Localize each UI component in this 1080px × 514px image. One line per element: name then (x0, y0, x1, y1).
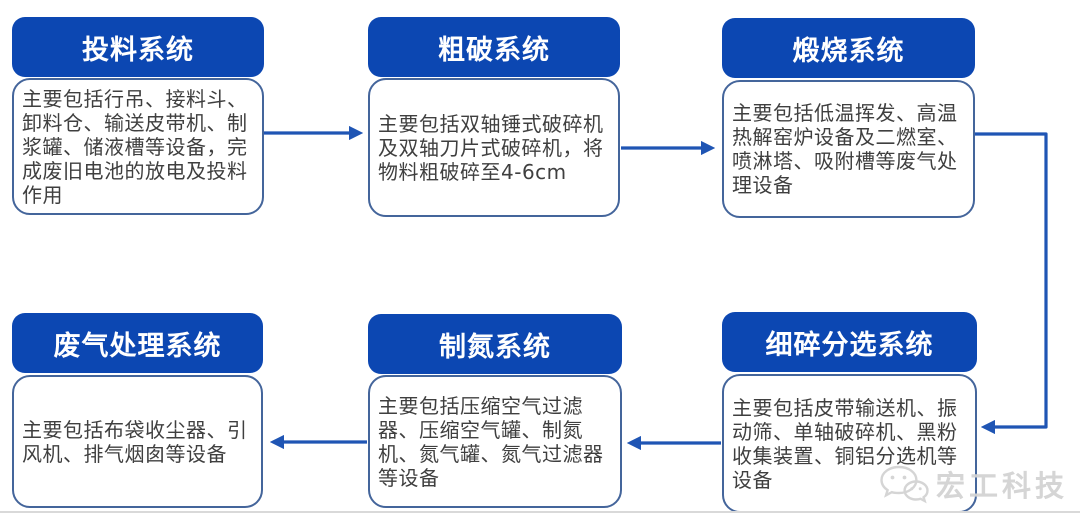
arrow-calcination-to-fine-elbow (975, 132, 1048, 435)
node-nitrogen-generation-description: 主要包括压缩空气过滤器、压缩空气罐、制氮机、氮气罐、氮气过滤器等设备 (368, 375, 622, 508)
node-feeding: 投料系统 主要包括行吊、接料斗、卸料仓、输送皮带机、制浆罐、储液槽等设备，完成废… (12, 17, 264, 215)
node-feeding-description: 主要包括行吊、接料斗、卸料仓、输送皮带机、制浆罐、储液槽等设备，完成废旧电池的放… (12, 78, 264, 215)
node-feeding-title: 投料系统 (12, 17, 264, 77)
bottom-divider (0, 511, 1080, 513)
watermark: 宏工科技 (878, 463, 1068, 505)
node-coarse-crushing: 粗破系统 主要包括双轴锤式破碎机及双轴刀片式破碎机，将物料粗破碎至4-6cm (368, 17, 620, 217)
wechat-logo-icon (878, 464, 930, 504)
node-calcination-title: 煅烧系统 (722, 18, 975, 78)
node-waste-gas-treatment-title: 废气处理系统 (12, 313, 263, 373)
node-calcination: 煅烧系统 主要包括低温挥发、高温热解窑炉设备及二燃室、喷淋塔、吸附槽等废气处理设… (722, 18, 975, 218)
node-calcination-description: 主要包括低温挥发、高温热解窑炉设备及二燃室、喷淋塔、吸附槽等废气处理设备 (722, 80, 975, 218)
node-waste-gas-treatment: 废气处理系统 主要包括布袋收尘器、引风机、排气烟囱等设备 (12, 313, 263, 508)
node-waste-gas-treatment-description: 主要包括布袋收尘器、引风机、排气烟囱等设备 (12, 375, 263, 508)
watermark-text: 宏工科技 (936, 469, 1069, 503)
node-fine-crushing-sorting-title: 细碎分选系统 (722, 312, 977, 372)
node-coarse-crushing-description: 主要包括双轴锤式破碎机及双轴刀片式破碎机，将物料粗破碎至4-6cm (368, 78, 620, 217)
node-coarse-crushing-title: 粗破系统 (368, 17, 620, 77)
node-fine-crushing-sorting: 细碎分选系统 主要包括皮带输送机、振动筛、单轴破碎机、黑粉收集装置、铜铝分选机等… (722, 312, 977, 513)
node-nitrogen-generation-title: 制氮系统 (368, 314, 622, 374)
node-fine-crushing-sorting-description: 主要包括皮带输送机、振动筛、单轴破碎机、黑粉收集装置、铜铝分选机等设备 (722, 374, 977, 513)
node-nitrogen-generation: 制氮系统 主要包括压缩空气过滤器、压缩空气罐、制氮机、氮气罐、氮气过滤器等设备 (368, 314, 622, 508)
